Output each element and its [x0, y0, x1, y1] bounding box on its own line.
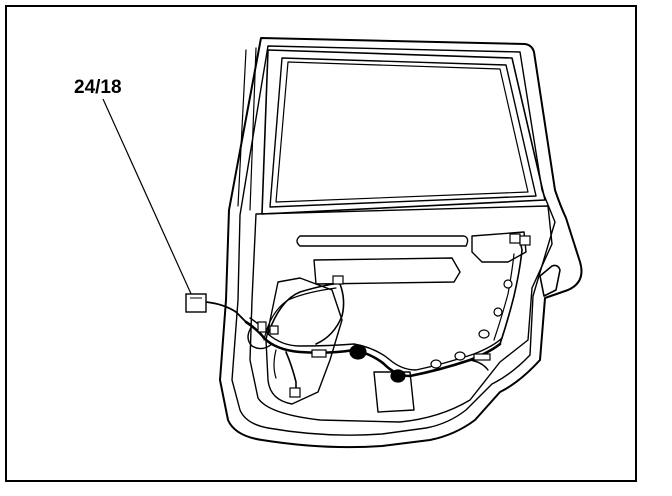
door-handle — [539, 264, 561, 297]
connector-24-18 — [185, 293, 247, 323]
clip-2 — [289, 387, 301, 398]
clip-11 — [473, 353, 491, 361]
harness-branch-lock — [499, 239, 523, 345]
harness-loop — [247, 325, 273, 350]
harness-branch-right — [469, 359, 489, 371]
panel-slot-opening — [296, 235, 469, 247]
clip-5 — [454, 351, 466, 361]
diagram-frame — [5, 5, 637, 482]
clip-3 — [311, 349, 327, 358]
grommet-1 — [349, 344, 367, 360]
lock-mechanism-area — [471, 231, 527, 263]
lower-cavity — [265, 277, 343, 405]
harness-branch-lock-2 — [493, 253, 515, 341]
connector-body — [185, 293, 207, 313]
harness-branch-top-2 — [263, 287, 337, 341]
window-glass-edge — [275, 61, 529, 203]
window-frame-outer — [261, 49, 546, 215]
harness-main-a — [244, 320, 502, 378]
door-outer-edge — [219, 37, 583, 449]
wiring-harness — [244, 239, 523, 393]
clip-1 — [332, 275, 344, 285]
lock-connector-2 — [519, 235, 531, 246]
harness-branch-lower-2 — [273, 349, 277, 379]
clip-4 — [430, 359, 442, 369]
connector-lead — [205, 301, 247, 323]
window-frame-inner — [269, 57, 537, 208]
clip-7 — [493, 307, 503, 317]
harness-connectors — [257, 233, 531, 398]
lock-connector-1 — [509, 233, 521, 244]
callout-leader-line — [102, 98, 193, 297]
inner-panel-edge — [249, 205, 553, 423]
harness-branch-lower — [285, 351, 297, 393]
harness-branch-top — [267, 277, 341, 335]
grommet-2 — [390, 369, 406, 383]
door-inner-edge — [231, 45, 556, 436]
clip-9 — [257, 321, 267, 333]
window-channel-left — [237, 49, 247, 207]
window-channel-left-2 — [249, 47, 257, 211]
clip-6 — [478, 329, 490, 339]
harness-main-b — [249, 317, 503, 371]
callout-label: 24/18 — [74, 77, 122, 98]
clip-10 — [269, 325, 279, 335]
module-cutout — [313, 257, 461, 285]
clip-8 — [503, 279, 513, 289]
harness-branch-up — [315, 283, 345, 345]
